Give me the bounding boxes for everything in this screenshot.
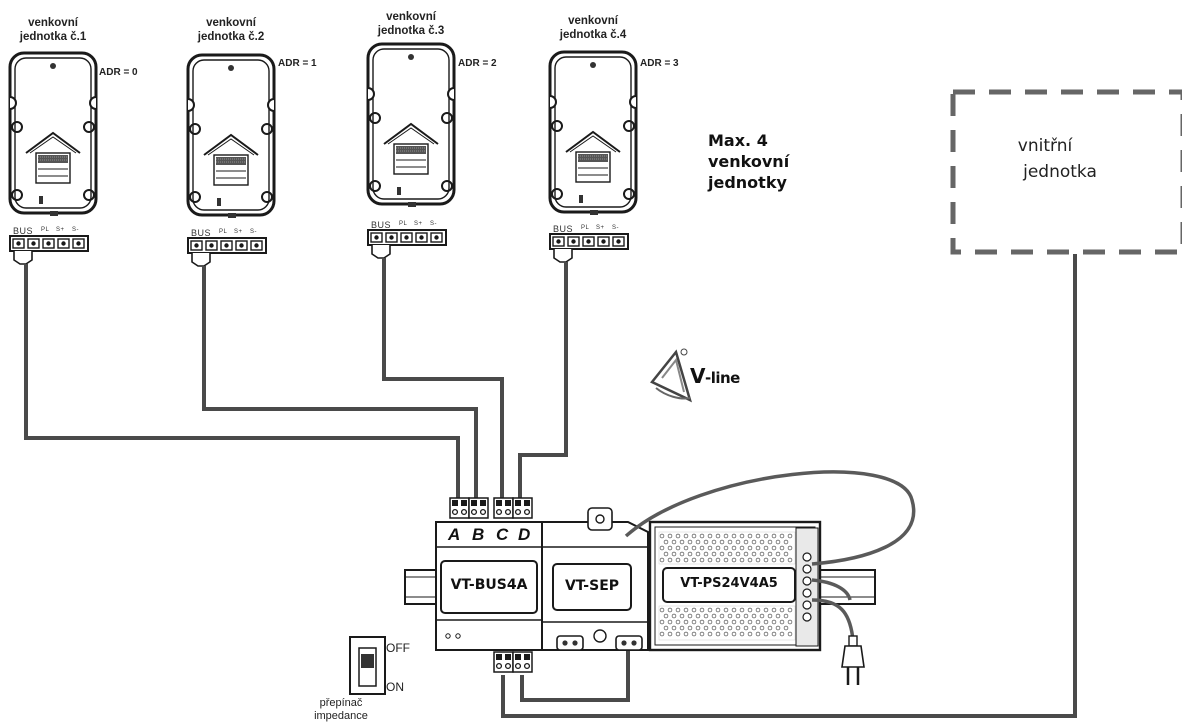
mains-plug bbox=[841, 635, 865, 685]
ps-screw-terminals bbox=[802, 552, 812, 622]
outdoor-unit-4 bbox=[548, 50, 638, 217]
impedance-caption-line2: impedance bbox=[314, 710, 368, 722]
s-minus-label: S- bbox=[612, 225, 619, 231]
psu-cables bbox=[624, 470, 916, 641]
psu-out-cable bbox=[624, 470, 916, 566]
input-label-c: C bbox=[496, 525, 509, 544]
switch-on-label: ON bbox=[386, 680, 404, 694]
s-plus-label: S+ bbox=[414, 221, 423, 227]
outdoor-unit-1-adr: ADR = 0 bbox=[99, 67, 138, 78]
module-ps24v4a5 bbox=[648, 520, 822, 652]
input-terminal-d bbox=[512, 497, 533, 519]
pl-label: PL bbox=[41, 227, 50, 233]
module-sep-label: VT-SEP bbox=[564, 578, 620, 594]
terminal-block-3 bbox=[367, 229, 447, 259]
outdoor-unit-2-adr: ADR = 1 bbox=[278, 58, 317, 69]
outdoor-unit-2-title-line2: jednotka č.2 bbox=[197, 31, 265, 43]
module-bus4a bbox=[435, 521, 543, 651]
switch-off-label: OFF bbox=[386, 641, 410, 655]
max-note-line2: venkovní bbox=[708, 152, 790, 171]
impedance-switch bbox=[349, 636, 386, 695]
input-label-a: A bbox=[448, 525, 461, 544]
module-sep bbox=[541, 507, 649, 651]
bus-wires bbox=[24, 254, 1077, 718]
vline-logo-rest: -line bbox=[704, 369, 740, 387]
vline-logo-v: V bbox=[690, 364, 705, 388]
impedance-switch-caption: přepínač impedance bbox=[302, 697, 380, 723]
outdoor-unit-4-title-line1: venkovní bbox=[568, 15, 618, 27]
indoor-unit-label-line1: vnitřní bbox=[1017, 136, 1073, 156]
outdoor-unit-1-title-line1: venkovní bbox=[28, 17, 78, 29]
max-units-note: Max. 4 venkovní jednotky bbox=[708, 130, 789, 193]
wire-d bbox=[518, 262, 568, 498]
pl-label: PL bbox=[219, 229, 228, 235]
output-terminal-1 bbox=[493, 651, 514, 673]
outdoor-unit-1 bbox=[8, 51, 98, 218]
bus-label: BUS bbox=[13, 226, 34, 236]
s-plus-label: S+ bbox=[596, 225, 605, 231]
input-label-b: B bbox=[472, 525, 485, 544]
wire-a bbox=[24, 264, 460, 498]
output-terminal-2 bbox=[512, 651, 533, 673]
indoor-unit-label-line2: jednotka bbox=[1023, 162, 1097, 182]
max-note-line3: jednotky bbox=[708, 173, 787, 192]
wire-b bbox=[202, 266, 478, 498]
outdoor-unit-2 bbox=[186, 53, 276, 220]
s-plus-label: S+ bbox=[234, 229, 243, 235]
outdoor-unit-3-title-line1: venkovní bbox=[386, 11, 436, 23]
outdoor-unit-3 bbox=[366, 42, 456, 209]
terminal-block-4 bbox=[549, 233, 629, 263]
impedance-caption-line1: přepínač bbox=[319, 697, 363, 709]
outdoor-unit-1-title-line2: jednotka č.1 bbox=[19, 31, 87, 43]
bus-label: BUS bbox=[371, 220, 392, 230]
mains-cable-2 bbox=[811, 578, 852, 601]
outdoor-unit-3-adr: ADR = 2 bbox=[458, 58, 497, 69]
s-minus-label: S- bbox=[430, 221, 437, 227]
outdoor-unit-2-title: venkovní jednotka č.2 bbox=[166, 16, 296, 44]
outdoor-unit-4-title-line2: jednotka č.4 bbox=[559, 29, 627, 41]
wire-indoor bbox=[501, 254, 1077, 718]
outdoor-unit-3-title: venkovní jednotka č.3 bbox=[346, 10, 476, 38]
pl-label: PL bbox=[399, 221, 408, 227]
input-terminal-b bbox=[468, 497, 489, 519]
terminal-block-1 bbox=[9, 235, 89, 265]
indoor-unit-box bbox=[950, 89, 1182, 255]
bus-label: BUS bbox=[191, 228, 212, 238]
outdoor-unit-1-title: venkovní jednotka č.1 bbox=[0, 16, 118, 44]
pl-label: PL bbox=[581, 225, 590, 231]
mains-cable bbox=[811, 598, 855, 641]
s-minus-label: S- bbox=[72, 227, 79, 233]
wire-sep bbox=[520, 648, 630, 702]
ventilation-holes bbox=[659, 533, 793, 637]
outdoor-unit-4-title: venkovní jednotka č.4 bbox=[528, 14, 658, 42]
input-terminal-a bbox=[449, 497, 470, 519]
max-note-line1: Max. 4 bbox=[708, 131, 768, 150]
s-minus-label: S- bbox=[250, 229, 257, 235]
indoor-unit-label: vnitřní jednotka bbox=[1000, 133, 1120, 185]
outdoor-unit-4-adr: ADR = 3 bbox=[640, 58, 679, 69]
module-bus4a-label: VT-BUS4A bbox=[450, 577, 528, 593]
outdoor-unit-2-title-line1: venkovní bbox=[206, 17, 256, 29]
input-label-d: D bbox=[518, 525, 531, 544]
input-terminal-c bbox=[493, 497, 514, 519]
s-plus-label: S+ bbox=[56, 227, 65, 233]
terminal-block-2 bbox=[187, 237, 267, 267]
vline-logo: V-line bbox=[690, 364, 740, 388]
wire-c bbox=[382, 258, 504, 498]
outdoor-unit-3-title-line2: jednotka č.3 bbox=[377, 25, 445, 37]
bus-label: BUS bbox=[553, 224, 574, 234]
vline-logo-icon bbox=[650, 348, 692, 403]
module-ps-label: VT-PS24V4A5 bbox=[680, 576, 778, 591]
